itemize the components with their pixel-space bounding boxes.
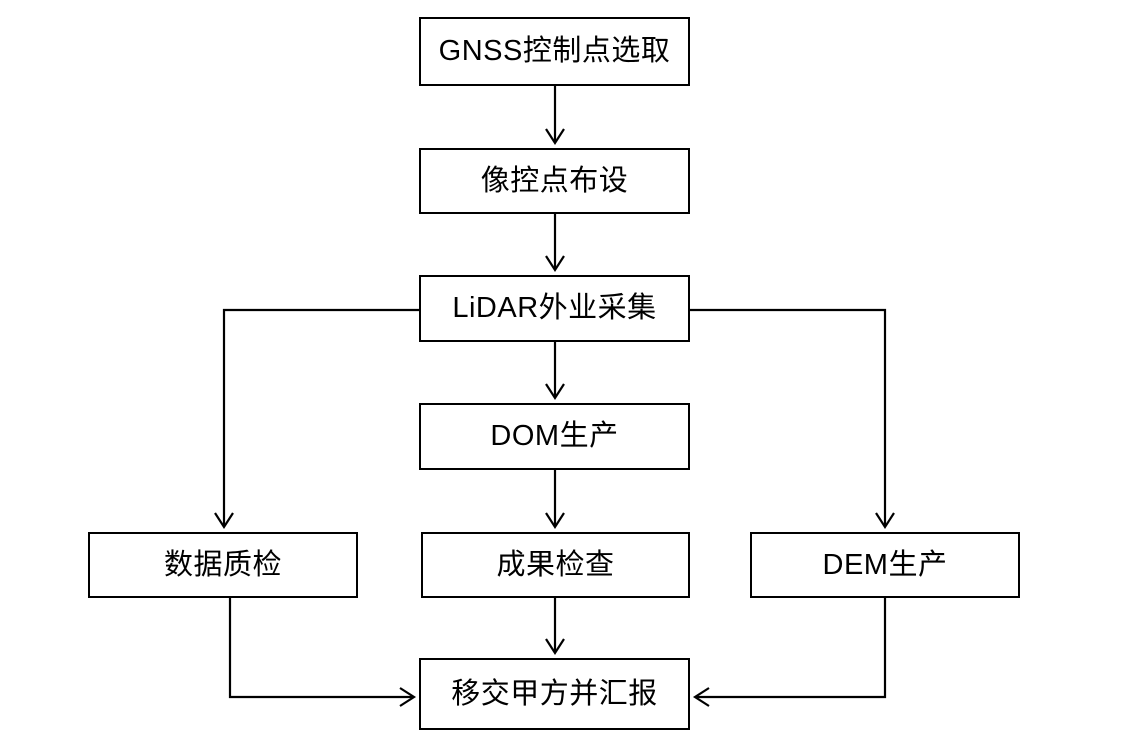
node-dom-production[interactable]: DOM生产 xyxy=(419,403,690,470)
node-label: 成果检查 xyxy=(496,548,615,581)
node-label: 像控点布设 xyxy=(480,164,629,197)
node-data-quality-inspection[interactable]: 数据质检 xyxy=(88,532,358,598)
node-label: GNSS控制点选取 xyxy=(438,35,671,67)
node-image-control-point-layout[interactable]: 像控点布设 xyxy=(419,148,690,214)
node-label: 移交甲方并汇报 xyxy=(451,677,658,710)
connector-lidar-to-dom xyxy=(545,342,565,401)
node-results-check[interactable]: 成果检查 xyxy=(421,532,690,598)
connector-dom-to-results-check xyxy=(545,470,565,530)
node-label: 数据质检 xyxy=(163,548,282,581)
connector-lidar-to-dem xyxy=(690,308,895,530)
node-dem-production[interactable]: DEM生产 xyxy=(750,532,1020,598)
node-label: LiDAR外业采集 xyxy=(452,292,657,324)
connector-gnss-to-image-control xyxy=(545,86,565,146)
node-gnss-control-point-selection[interactable]: GNSS控制点选取 xyxy=(419,17,690,86)
node-label: DEM生产 xyxy=(822,548,948,581)
node-label: DOM生产 xyxy=(490,420,619,452)
node-deliver-to-client-and-report[interactable]: 移交甲方并汇报 xyxy=(419,658,690,730)
connector-data-quality-to-deliver xyxy=(228,598,417,707)
connector-image-control-to-lidar xyxy=(545,214,565,273)
connector-lidar-to-data-quality xyxy=(214,308,419,530)
node-lidar-field-acquisition[interactable]: LiDAR外业采集 xyxy=(419,275,690,342)
connector-results-check-to-deliver xyxy=(545,598,565,656)
connector-dem-to-deliver xyxy=(692,598,887,707)
